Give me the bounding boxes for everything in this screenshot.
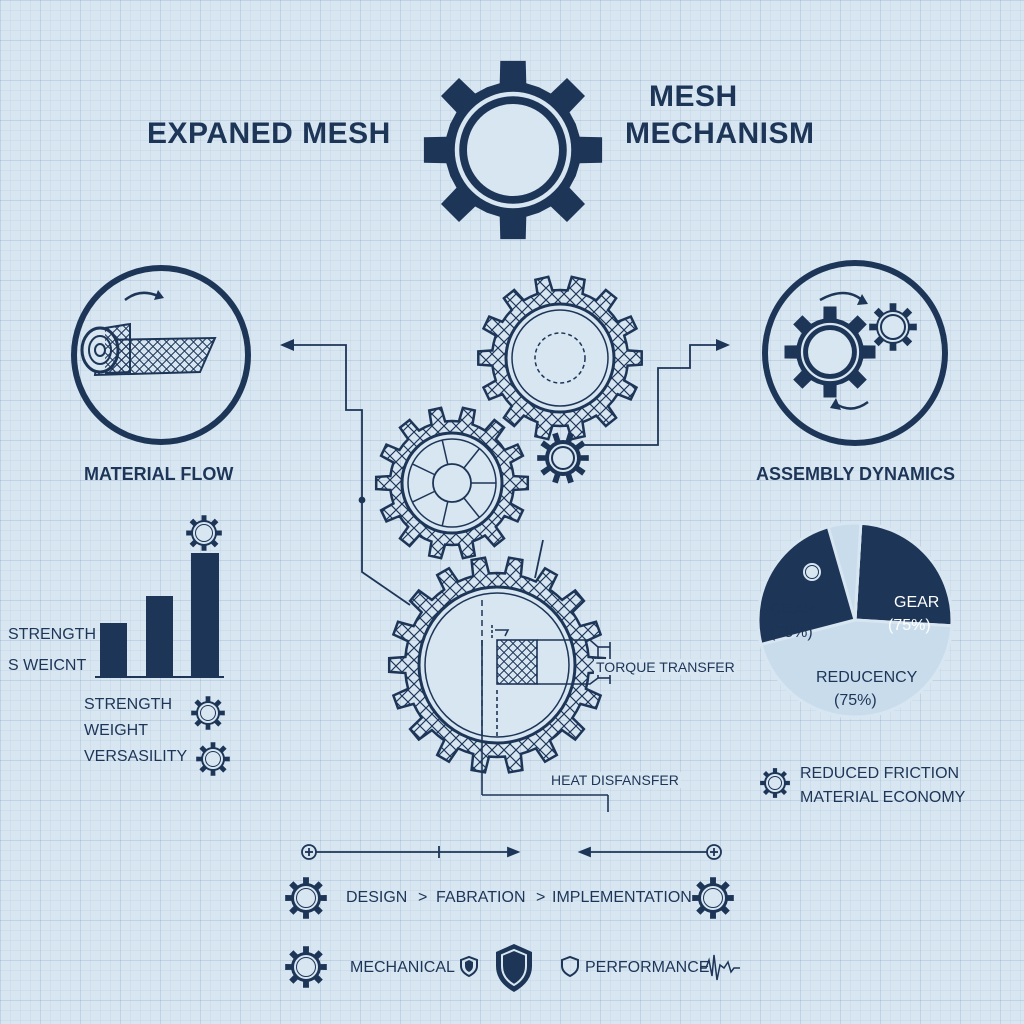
pie-label-gear-right-2: (75%) <box>888 617 931 634</box>
bar-2 <box>146 596 173 677</box>
bar-legend-1: STRENGTH <box>84 696 172 713</box>
shield-large-icon <box>496 944 532 992</box>
bar-chart <box>95 553 224 678</box>
pie-label-gear-left-2: (75%) <box>770 624 813 641</box>
mesh-roll-icon <box>80 290 217 377</box>
assembly-dynamics-label: ASSEMBLY DYNAMICS <box>756 464 956 484</box>
process-step-design: DESIGN <box>346 889 408 906</box>
pie-slice-accent <box>826 521 863 621</box>
connector-lines <box>280 339 730 606</box>
footer-mechanical: MECHANICAL <box>350 959 455 976</box>
material-flow-badge <box>71 265 251 445</box>
bar-legend-2: WEIGHT <box>84 722 148 739</box>
bar-side-label-1: STRENGTH <box>8 626 96 643</box>
title-right-line1: MESH <box>649 80 738 113</box>
mesh-gear-middle <box>374 406 530 560</box>
waveform-icon <box>700 954 740 981</box>
pie-label-reducency-1: REDUCENCY <box>816 669 918 686</box>
pie-label-reducency-2: (75%) <box>834 692 877 709</box>
shield-small-icon <box>460 955 478 978</box>
torque-callout <box>481 625 611 812</box>
pie-label-gear-left-1: GEAR <box>770 601 816 618</box>
bar-side-label-2: S WEICNT <box>8 657 87 674</box>
header-gear-icon <box>423 60 603 240</box>
torque-transfer-label: TORQUE TRANSFER <box>594 659 737 675</box>
bar-3 <box>191 553 219 677</box>
pie-label-gear-right-1: GEAR <box>894 594 940 611</box>
heat-transfer-label: HEAT DISFANSFER <box>549 772 681 788</box>
pie-slice <box>853 521 954 628</box>
benefit-material-economy: MATERIAL ECONOMY <box>800 789 966 806</box>
pie-slice <box>759 618 954 719</box>
assembly-small-gear-icon <box>869 303 917 351</box>
pie-chart <box>756 521 954 719</box>
process-step-fabrication: FABRATION <box>436 889 526 906</box>
title-right-line2: MECHANISM <box>625 117 815 150</box>
material-flow-label: MATERIAL FLOW <box>84 464 234 484</box>
bar-legend-3: VERSASILITY <box>84 748 188 765</box>
title-left: EXPANED MESH <box>147 117 391 150</box>
timeline-arrows <box>301 844 722 860</box>
process-sep-1: > <box>418 889 428 906</box>
mesh-gear-top <box>477 275 643 441</box>
shield-outline-icon <box>561 955 579 978</box>
bar-1 <box>100 623 127 677</box>
process-sep-2: > <box>536 889 546 906</box>
assembly-gear-icon <box>784 306 876 398</box>
benefit-reduced-friction: REDUCED FRICTION <box>800 765 960 782</box>
mesh-gear-assembly <box>374 275 643 774</box>
assembly-dynamics-badge <box>762 260 948 446</box>
process-step-implementation: IMPLEMENTATION <box>552 889 692 906</box>
footer-performance: PERFORMANCE <box>585 959 710 976</box>
small-gear-icons <box>186 515 790 988</box>
